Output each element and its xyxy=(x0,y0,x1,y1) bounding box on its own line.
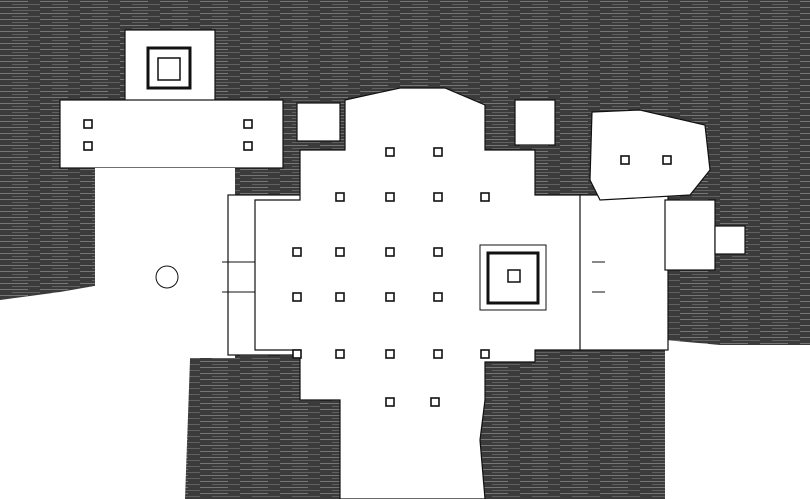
pillar xyxy=(385,349,395,359)
pillar xyxy=(243,119,253,129)
left-shrine xyxy=(124,29,216,103)
pillar xyxy=(83,141,93,151)
pillar xyxy=(83,119,93,129)
pillar xyxy=(433,192,443,202)
pillar xyxy=(335,292,345,302)
pillar xyxy=(433,247,443,257)
pillar xyxy=(292,292,302,302)
floor-areas xyxy=(59,29,746,499)
pillars xyxy=(83,119,672,407)
shrine-details xyxy=(146,46,605,311)
pillar xyxy=(385,292,395,302)
pillar xyxy=(292,247,302,257)
left-wing xyxy=(59,99,284,169)
pillar xyxy=(433,147,443,157)
pillar xyxy=(480,349,490,359)
right-annex xyxy=(664,199,716,271)
pillar xyxy=(292,349,302,359)
left-hall xyxy=(95,168,235,358)
pillar xyxy=(385,247,395,257)
pillar xyxy=(433,292,443,302)
pillar xyxy=(385,147,395,157)
pillar xyxy=(335,247,345,257)
pillar xyxy=(335,349,345,359)
pillar xyxy=(385,192,395,202)
pillar xyxy=(335,192,345,202)
right-cell xyxy=(714,225,746,255)
right-hall xyxy=(579,194,669,351)
main-hall xyxy=(254,87,583,499)
pillar xyxy=(430,397,440,407)
pillar xyxy=(243,141,253,151)
pillar xyxy=(433,349,443,359)
top-right-room xyxy=(514,99,556,146)
right-chamber xyxy=(589,109,711,201)
pillar xyxy=(620,155,630,165)
top-left-room xyxy=(296,102,341,142)
pillar xyxy=(662,155,672,165)
pillar xyxy=(480,192,490,202)
pillar xyxy=(385,397,395,407)
